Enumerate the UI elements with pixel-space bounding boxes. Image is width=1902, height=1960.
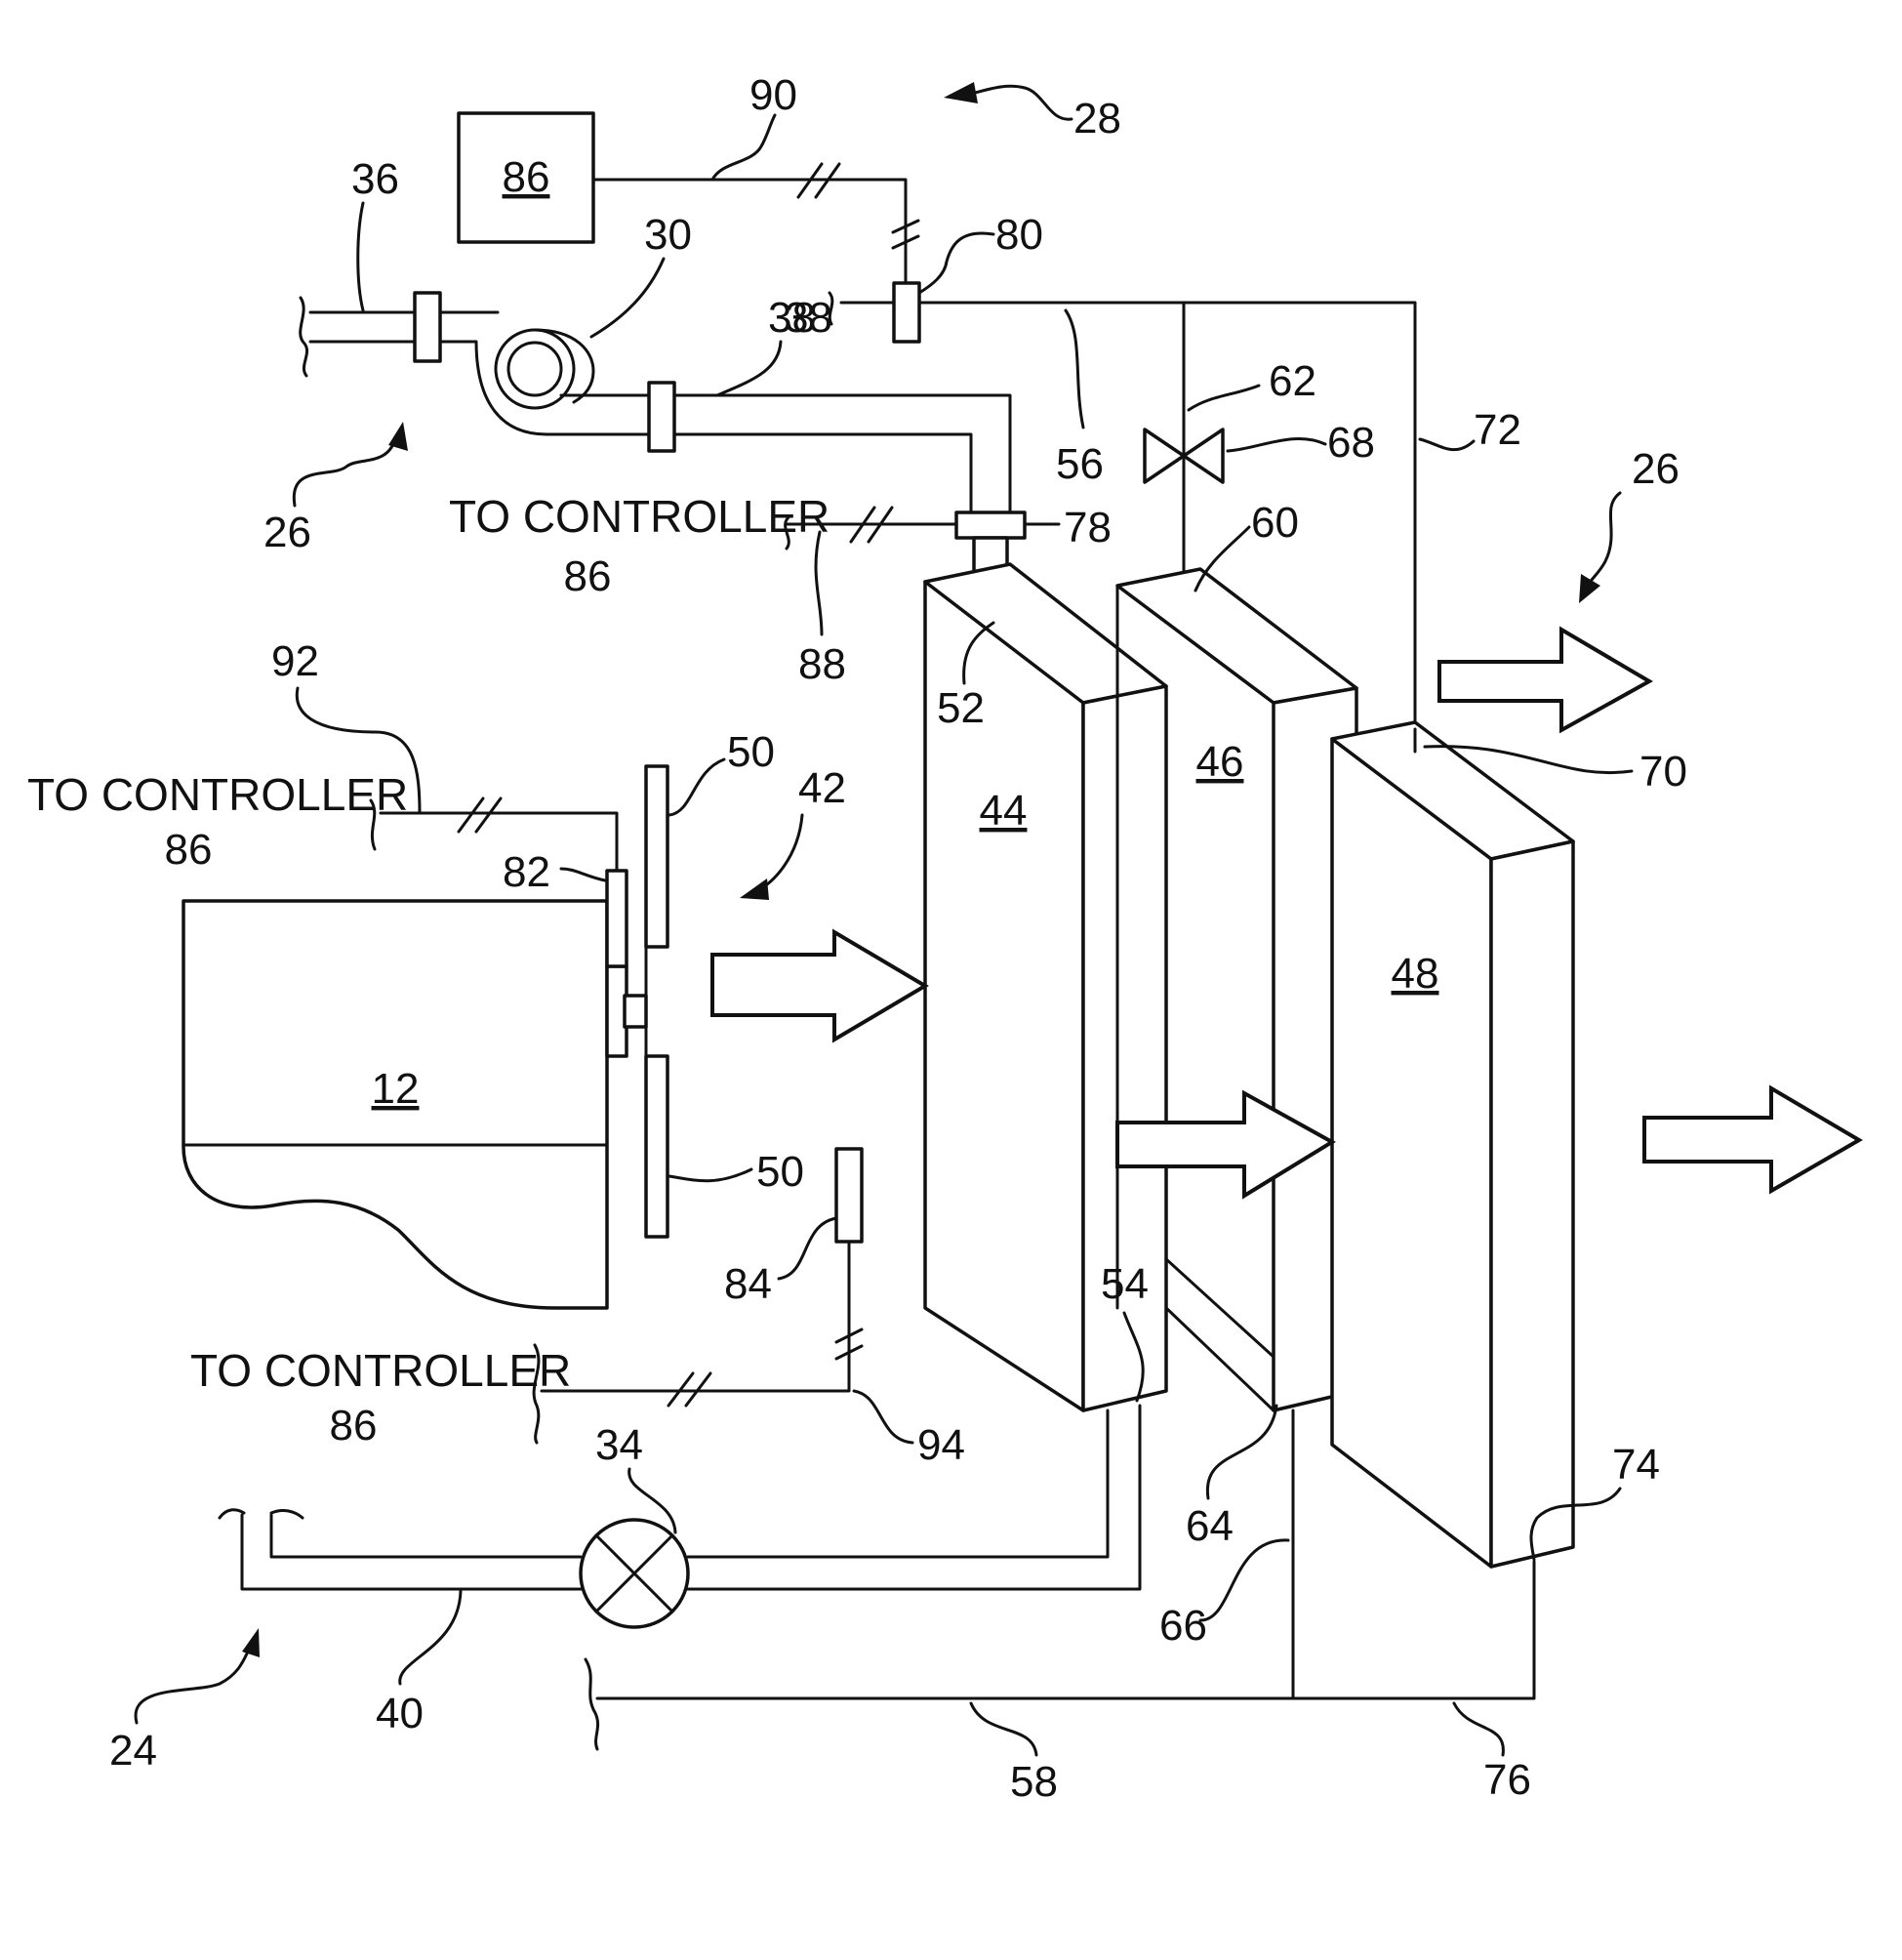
line-72: 72 <box>1418 406 1521 454</box>
label-56: 56 <box>1056 440 1104 488</box>
label-50a: 50 <box>727 728 775 776</box>
label-92: 92 <box>271 637 319 685</box>
water-pump-30: 36 30 <box>299 155 692 436</box>
label-82: 82 <box>503 848 550 896</box>
label-46: 46 <box>1196 738 1244 786</box>
label-54: 54 <box>1101 1260 1149 1308</box>
label-60: 60 <box>1251 499 1299 547</box>
label-78: 78 <box>1064 504 1112 551</box>
label-70: 70 <box>1639 748 1687 796</box>
label-48: 48 <box>1392 950 1439 998</box>
label-80: 80 <box>995 211 1043 259</box>
label-68: 68 <box>1327 419 1375 467</box>
label-28-pointer: 28 <box>944 82 1121 143</box>
airflow-arrow-upper-right <box>1437 626 1654 734</box>
label-90: 90 <box>749 71 797 119</box>
fan-42: 50 50 42 <box>605 728 846 1239</box>
label-26-right-pointer: 26 <box>1579 445 1679 603</box>
label-62: 62 <box>1269 357 1316 405</box>
label-26b: 26 <box>1632 445 1679 493</box>
airflow-arrow-lower-right <box>1642 1084 1863 1195</box>
label-30: 30 <box>644 211 692 259</box>
label-86b: 86 <box>165 826 213 874</box>
label-76: 76 <box>1483 1756 1531 1804</box>
label-50b: 50 <box>756 1148 804 1196</box>
label-66: 66 <box>1159 1602 1207 1650</box>
label-58: 58 <box>1010 1758 1058 1806</box>
line-56: 56 <box>1056 308 1104 488</box>
signal-line-90: 90 <box>591 71 920 285</box>
label-42: 42 <box>798 764 846 812</box>
label-34: 34 <box>595 1421 643 1469</box>
label-26a: 26 <box>263 509 311 556</box>
airflow-arrow-into-48 <box>1115 1089 1336 1200</box>
radiator-48: 48 70 <box>1330 720 1687 1569</box>
return-pipe-40: 40 24 <box>109 1508 583 1775</box>
radiator-44: 44 52 <box>923 562 1168 1412</box>
label-72: 72 <box>1474 406 1521 454</box>
label-52: 52 <box>937 684 985 732</box>
controller-86: 86 <box>457 111 595 244</box>
label-86a: 86 <box>564 552 612 600</box>
return-manifold-58: 58 76 66 64 74 <box>584 1404 1660 1806</box>
thermostat-34: 34 <box>579 1421 690 1629</box>
label-26-left-pointer: 26 <box>263 422 408 556</box>
label-74: 74 <box>1612 1441 1660 1489</box>
label-64: 64 <box>1186 1502 1234 1550</box>
controller-label-92: TO CONTROLLER <box>27 769 408 820</box>
label-84: 84 <box>724 1260 772 1308</box>
label-38b: 38 <box>768 294 816 342</box>
outlet-pipe-54: 54 <box>686 1260 1149 1591</box>
label-40: 40 <box>376 1690 424 1737</box>
label-28: 28 <box>1073 95 1121 143</box>
airflow-arrow-into-44 <box>710 928 929 1043</box>
label-36: 36 <box>351 155 399 203</box>
sensor-84: TO CONTROLLER 86 84 94 <box>190 1147 965 1469</box>
sensor-82: TO CONTROLLER 86 92 82 <box>27 637 619 896</box>
controller-label-94: TO CONTROLLER <box>190 1345 571 1396</box>
label-86-box: 86 <box>503 153 550 201</box>
sensor-78: TO CONTROLLER 86 78 88 <box>449 491 1112 688</box>
label-12: 12 <box>372 1065 420 1113</box>
airflow-arrows <box>710 626 1863 1200</box>
sensor-80: 38 80 <box>785 211 1417 731</box>
controller-label-88: TO CONTROLLER <box>449 491 830 542</box>
bleed-line-62: 62 68 <box>1143 301 1375 588</box>
label-44: 44 <box>980 787 1028 835</box>
label-94: 94 <box>917 1421 965 1469</box>
coolant-pipe-38: 38 <box>647 294 1012 514</box>
engine-12: 12 <box>182 899 609 1310</box>
label-88: 88 <box>798 640 846 688</box>
label-86c: 86 <box>330 1402 378 1450</box>
label-24: 24 <box>109 1727 157 1775</box>
label-38a: 38 <box>785 294 832 342</box>
radiator-46-sides <box>1115 584 1275 1412</box>
